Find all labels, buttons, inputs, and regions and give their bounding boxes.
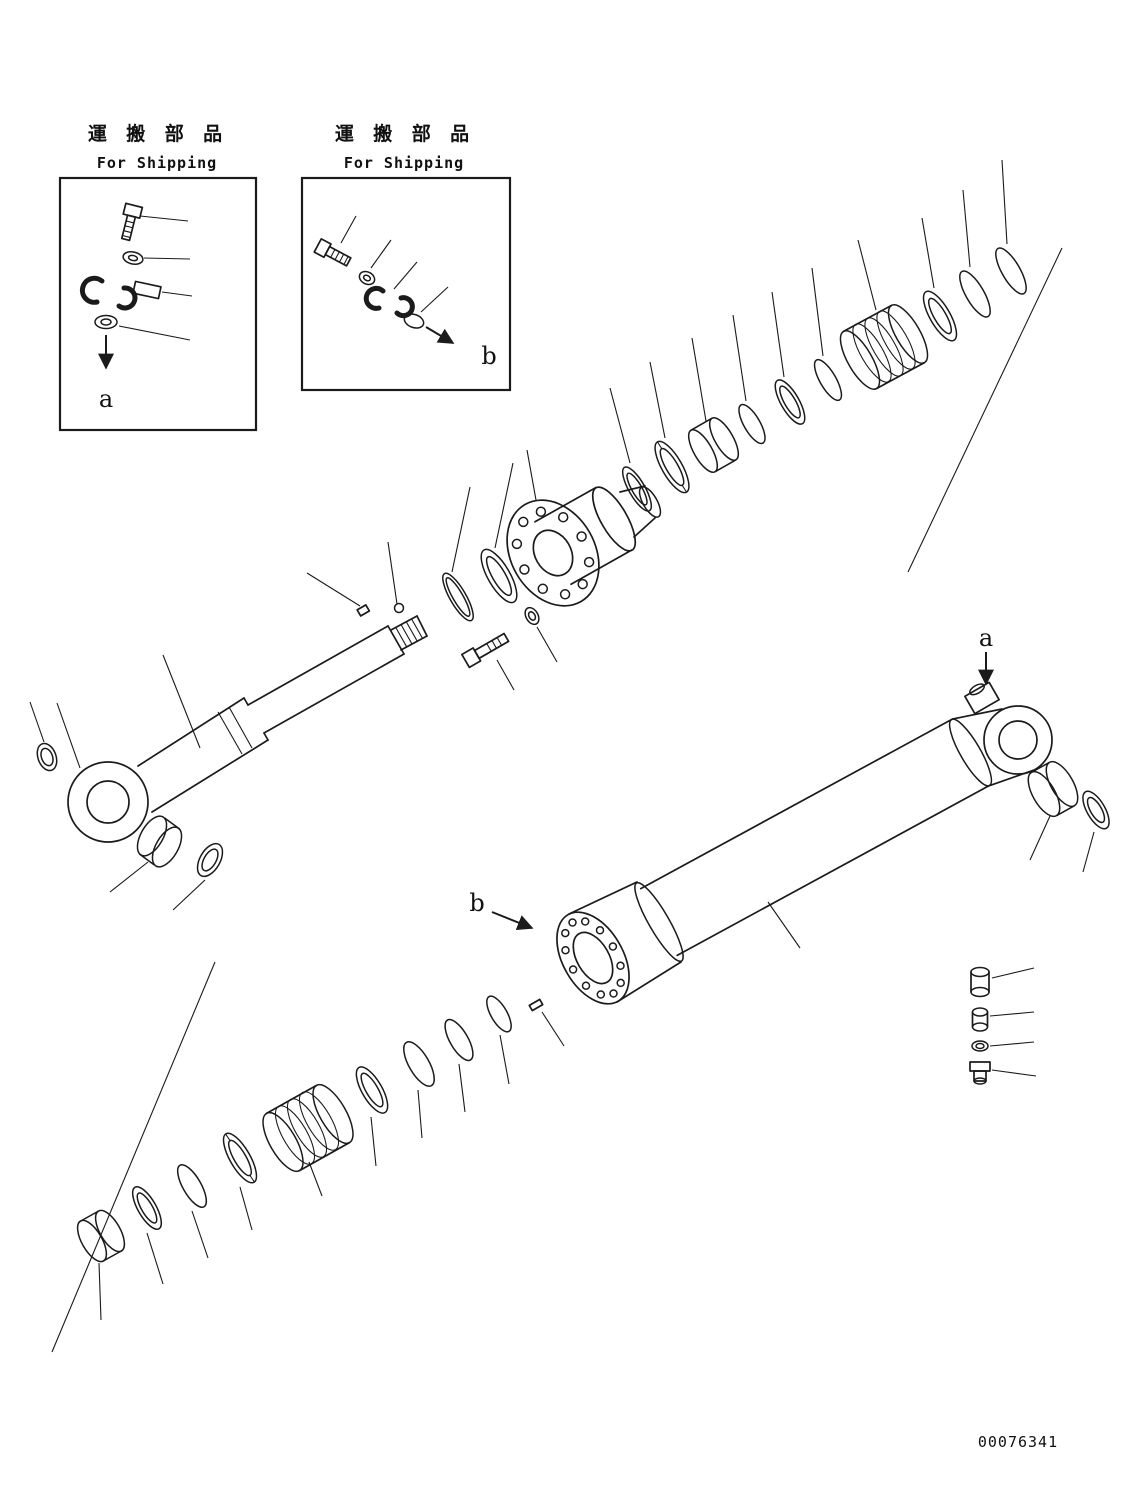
shipping-box-b-title-jp: 運 搬 部 品 [335, 122, 473, 145]
head-bolt [460, 632, 510, 669]
rod-eye [67, 761, 149, 843]
cap-o-ring [486, 995, 512, 1033]
piston-rod-assembly [29, 159, 1063, 911]
rod-seal-ring [480, 548, 518, 604]
steel-ball [393, 602, 405, 614]
cylinder-tube-assembly: a [51, 624, 1110, 1353]
backup-ring [621, 466, 653, 512]
cap-pin [528, 998, 544, 1012]
piston [839, 304, 929, 390]
bottom-cap-flange [556, 911, 630, 1005]
tube-clevis-eye [983, 705, 1053, 775]
shipping-box-a-frame [58, 176, 258, 432]
lower-ring-2 [176, 1163, 208, 1209]
shipping-box-a: 運 搬 部 品 For Shipping [58, 122, 258, 432]
snap-ring [442, 572, 474, 622]
retainer-clips [79, 275, 162, 311]
wear-ring-2 [995, 247, 1027, 295]
o-ring-2 [813, 358, 843, 402]
clevis-bushing [1027, 760, 1079, 818]
retainer-clips [363, 285, 415, 319]
buffer-seal-ring [654, 440, 690, 494]
valve-plunger [970, 966, 990, 998]
shipping-box-b: 運 搬 部 品 For Shipping [300, 122, 512, 392]
eye-seal-ring [196, 842, 224, 878]
shipping-box-a-callout: a [99, 385, 113, 413]
shipping-box-b-callout: b [481, 342, 496, 370]
dust-seal-ring [36, 742, 58, 772]
drawing-number: 00076341 [978, 1433, 1058, 1451]
plug [403, 313, 425, 329]
o-ring-1 [738, 403, 766, 445]
cap-ring-2 [444, 1018, 474, 1062]
piston-rod [137, 615, 428, 813]
clevis-seal-ring [1082, 790, 1110, 830]
section-divider-right [907, 247, 1063, 573]
callout-b: b [469, 889, 484, 917]
shipping-box-b-frame [300, 176, 512, 392]
shipping-box-b-title-en: For Shipping [344, 154, 464, 172]
washer [358, 270, 376, 286]
wear-ring-1 [959, 270, 991, 318]
eye-bushing [136, 815, 183, 868]
lower-ring-3 [131, 1185, 163, 1231]
valve-spring-seat [971, 1007, 989, 1032]
plug [94, 314, 118, 330]
shipping-box-a-title-en: For Shipping [97, 154, 217, 172]
shipping-box-a-title-jp: 運 搬 部 品 [88, 122, 226, 145]
piston-seal-ring [922, 290, 958, 342]
arrow-b-box [425, 326, 455, 344]
callout-a: a [979, 624, 993, 652]
section-divider-left [51, 961, 216, 1353]
head-washer [524, 606, 540, 626]
port-boss [964, 681, 1000, 715]
seal-ring-2 [774, 379, 806, 425]
lower-seal-ring [222, 1132, 258, 1184]
cap-ring-3 [403, 1041, 435, 1087]
cylinder-tube [568, 708, 1035, 1003]
piston-lower [262, 1083, 354, 1173]
hex-bolt [313, 237, 352, 267]
washer [122, 251, 144, 265]
cap-seal-ring [355, 1066, 389, 1114]
rod-bushing [687, 416, 740, 474]
arrow-b [491, 911, 534, 931]
valve-plug [969, 1061, 991, 1085]
hex-bolt [120, 202, 144, 242]
valve-o-ring [971, 1040, 989, 1052]
set-screw [356, 604, 371, 617]
